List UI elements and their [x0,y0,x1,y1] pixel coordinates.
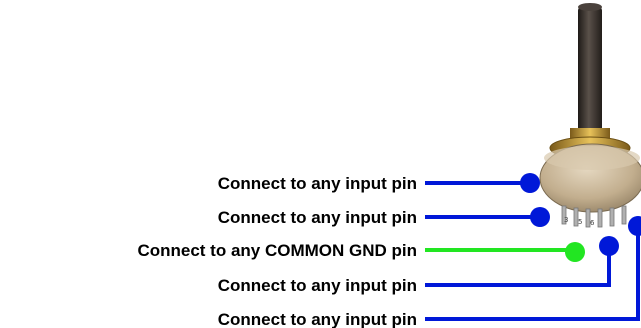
connection-dots [520,173,641,262]
wire-5 [425,228,640,321]
wires [425,181,640,321]
label-5: Connect to any input pin [218,310,417,328]
dot-4 [599,236,619,256]
dot-2 [530,207,550,227]
svg-text:6: 6 [590,219,595,227]
rotary-switch: 3 5 6 [539,3,641,228]
svg-text:3: 3 [564,216,568,224]
wire-4 [425,248,611,287]
dot-1 [520,173,540,193]
shaft [578,5,602,135]
label-3: Connect to any COMMON GND pin [137,241,417,260]
svg-text:5: 5 [578,218,582,226]
switch-pins [561,205,627,228]
label-4: Connect to any input pin [218,276,417,295]
dot-5 [628,216,641,236]
label-2: Connect to any input pin [218,208,417,227]
labels: Connect to any input pin Connect to any … [137,174,417,328]
label-1: Connect to any input pin [218,174,417,193]
dot-3 [565,242,585,262]
